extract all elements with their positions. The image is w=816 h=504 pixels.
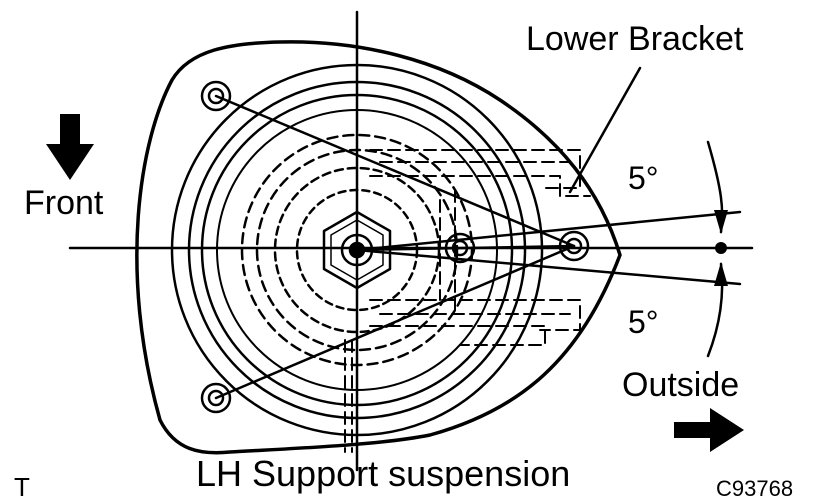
- figure-code: C93768: [716, 476, 794, 501]
- mount-body: [170, 63, 544, 437]
- lower-bracket-leader: [568, 66, 642, 194]
- front-label: Front: [24, 184, 104, 222]
- outside-arrow-icon: [674, 408, 744, 452]
- angle-indicator: [706, 140, 728, 358]
- lower-bracket-label: Lower Bracket: [526, 20, 744, 58]
- outside-label: Outside: [622, 366, 740, 404]
- lower-bracket-hidden-lines: [344, 149, 591, 453]
- corner-mark: T: [14, 472, 30, 502]
- diagram-title: LH Support suspension: [196, 453, 571, 494]
- alignment-lines: [214, 94, 742, 400]
- angle-top-label: 5°: [628, 160, 659, 196]
- angle-bottom-label: 5°: [628, 304, 659, 340]
- support-plate-outline: [135, 40, 622, 455]
- front-arrow-icon: [46, 114, 94, 180]
